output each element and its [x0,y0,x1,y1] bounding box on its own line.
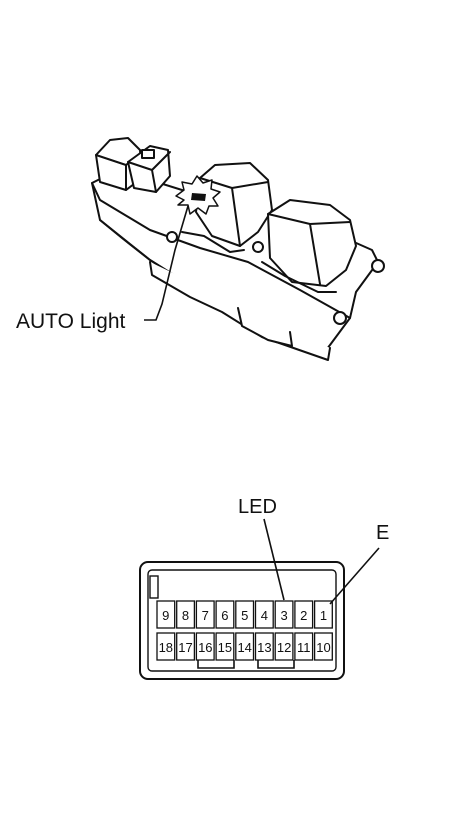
passenger-switch-lip [261,261,337,293]
pin-cell-12 [274,632,294,661]
pin-label-7: 7 [202,608,209,623]
pin-cell-4 [254,600,274,629]
pin-label-10: 10 [316,640,330,655]
window-switch-assembly [91,137,385,361]
pin-label-1: 1 [320,608,327,623]
e-leader [329,547,380,605]
pin-cell-13 [254,632,274,661]
pin-cell-1 [313,600,333,629]
pin-label-3: 3 [280,608,287,623]
auto-light-label: AUTO Light [16,310,125,333]
pin-cell-16 [195,632,215,661]
pin-label-8: 8 [182,608,189,623]
screw-lug-left [166,231,178,243]
window-lock-button-face [127,151,171,193]
pin-cell-5 [235,600,255,629]
pin-label-14: 14 [237,640,251,655]
connector-tab-right [257,660,295,669]
screw-lug-center [252,241,264,253]
lock-indicator [141,149,155,159]
pin-label-2: 2 [300,608,307,623]
pin-label-5: 5 [241,608,248,623]
pin-label-18: 18 [159,640,173,655]
driver-switch-lip [181,231,245,253]
pin-cell-15 [215,632,235,661]
auto-light-callout: AUTO Light [16,205,189,333]
pin-label-16: 16 [198,640,212,655]
pin-label-13: 13 [257,640,271,655]
pin-label-12: 12 [277,640,291,655]
auto-light-lens [191,193,206,201]
connector-key-slot [149,575,159,599]
pin-cell-8 [176,600,196,629]
auto-light-leader [144,205,189,321]
pin-cell-17 [176,632,196,661]
pin-cell-6 [215,600,235,629]
pin-cell-9 [156,600,176,629]
e-callout: E [329,522,389,605]
housing-deck [91,182,351,319]
pin-label-6: 6 [221,608,228,623]
housing-bottom-tab [237,307,293,347]
connector-tab-left [197,660,235,669]
pin-cell-11 [294,632,314,661]
led-callout: LED [238,496,285,601]
led-leader [263,518,285,601]
pin-cell-3 [274,600,294,629]
e-label: E [376,522,389,544]
pin-label-11: 11 [297,640,311,655]
pin-label-9: 9 [162,608,169,623]
screw-lug-front [333,311,347,325]
passenger-window-switch-face [267,213,351,285]
screw-lug-right [371,259,385,273]
pin-cell-18 [156,632,176,661]
pin-cell-7 [195,600,215,629]
pin-cell-14 [235,632,255,661]
pin-label-4: 4 [261,608,268,623]
pin-label-15: 15 [218,640,232,655]
pin-cell-10 [313,632,333,661]
led-label: LED [238,496,277,518]
pin-cell-2 [294,600,314,629]
passenger-window-switch [267,199,357,287]
pin-label-17: 17 [178,640,192,655]
